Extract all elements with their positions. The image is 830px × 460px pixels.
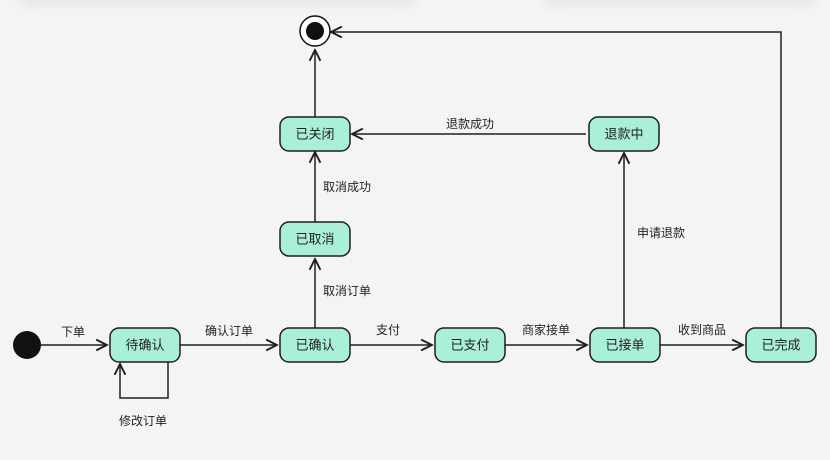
label-confirm-order: 确认订单 [205,324,253,338]
initial-state-node [13,331,41,359]
state-confirmed: 已确认 [279,327,351,363]
label-modify-order: 修改订单 [119,413,167,428]
state-completed: 已完成 [745,327,817,363]
state-cancelled: 已取消 [279,221,351,257]
label-cancel-success: 取消成功 [323,180,371,194]
state-closed: 已关闭 [279,116,351,152]
state-label: 已完成 [761,339,800,354]
label-pay: 支付 [376,323,400,337]
label-merchant-accept: 商家接单 [522,322,570,337]
label-cancel-order: 取消订单 [323,284,371,298]
state-refunding: 退款中 [588,116,660,152]
label-apply-refund: 申请退款 [637,226,685,240]
edge-completed-to-final [331,32,782,328]
state-label: 已接单 [605,338,644,354]
state-label: 待确认 [125,339,164,354]
state-label: 退款中 [604,128,643,143]
state-label: 已取消 [295,233,334,248]
state-label: 已确认 [295,339,334,354]
edge-modify-order [120,362,169,399]
state-accepted: 已接单 [589,327,661,363]
state-paid: 已支付 [434,327,506,363]
top-shadow-decoration [20,0,415,4]
final-state-node [299,15,331,47]
label-place-order: 下单 [61,325,85,339]
state-label: 已关闭 [295,128,334,143]
state-label: 已支付 [450,339,489,354]
label-receive-goods: 收到商品 [678,322,726,337]
state-pending-confirm: 待确认 [109,327,181,363]
label-refund-success: 退款成功 [446,117,494,131]
top-shadow-decoration [545,0,815,4]
